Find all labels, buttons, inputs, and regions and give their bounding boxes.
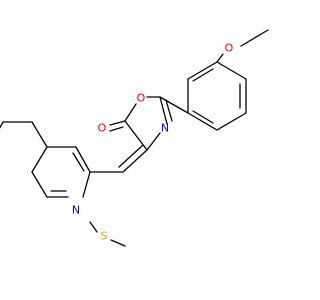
methoxy-group	[216, 29, 269, 63]
bond	[192, 68, 214, 82]
bond	[82, 171, 91, 198]
bond	[187, 112, 218, 131]
quinoline-pyridine-ring	[31, 146, 91, 198]
bond	[109, 126, 124, 132]
atom-n-oxazole: N	[161, 122, 169, 135]
bond	[72, 152, 85, 172]
bond	[31, 121, 48, 148]
thioether-link	[89, 221, 126, 247]
bond	[0, 121, 4, 129]
exocyclic-alkene	[89, 144, 148, 173]
bond	[192, 110, 214, 124]
atom-o-carbonyl: O	[98, 122, 107, 135]
bond	[146, 132, 161, 151]
bond	[187, 61, 218, 80]
quinoline-benzo-ring	[0, 121, 48, 148]
bond	[75, 146, 91, 173]
atom-o-ring: O	[137, 92, 146, 105]
bond	[110, 239, 126, 247]
bond	[216, 61, 247, 80]
molecule-structure: O O N O N S	[0, 29, 269, 247]
bond	[122, 149, 148, 173]
bond	[124, 120, 148, 151]
atom-o-methoxy: O	[225, 42, 234, 55]
bond	[124, 103, 137, 122]
bond	[109, 120, 126, 126]
bond	[31, 146, 48, 173]
methoxyphenyl-ring	[187, 61, 247, 131]
bond-aryl-c2	[159, 96, 189, 114]
atom-n-quinoline: N	[72, 204, 80, 217]
bond	[159, 96, 168, 125]
bond-methyl-o	[240, 29, 269, 47]
bond	[89, 221, 98, 233]
bond	[165, 99, 173, 122]
molecule-svg: O O N O N S	[0, 29, 269, 247]
bond	[118, 144, 144, 168]
atom-s-thioether: S	[101, 230, 108, 243]
carbonyl-group	[109, 120, 126, 132]
bond	[31, 171, 48, 198]
bond-o-aryl	[216, 53, 224, 63]
bond	[216, 112, 247, 131]
